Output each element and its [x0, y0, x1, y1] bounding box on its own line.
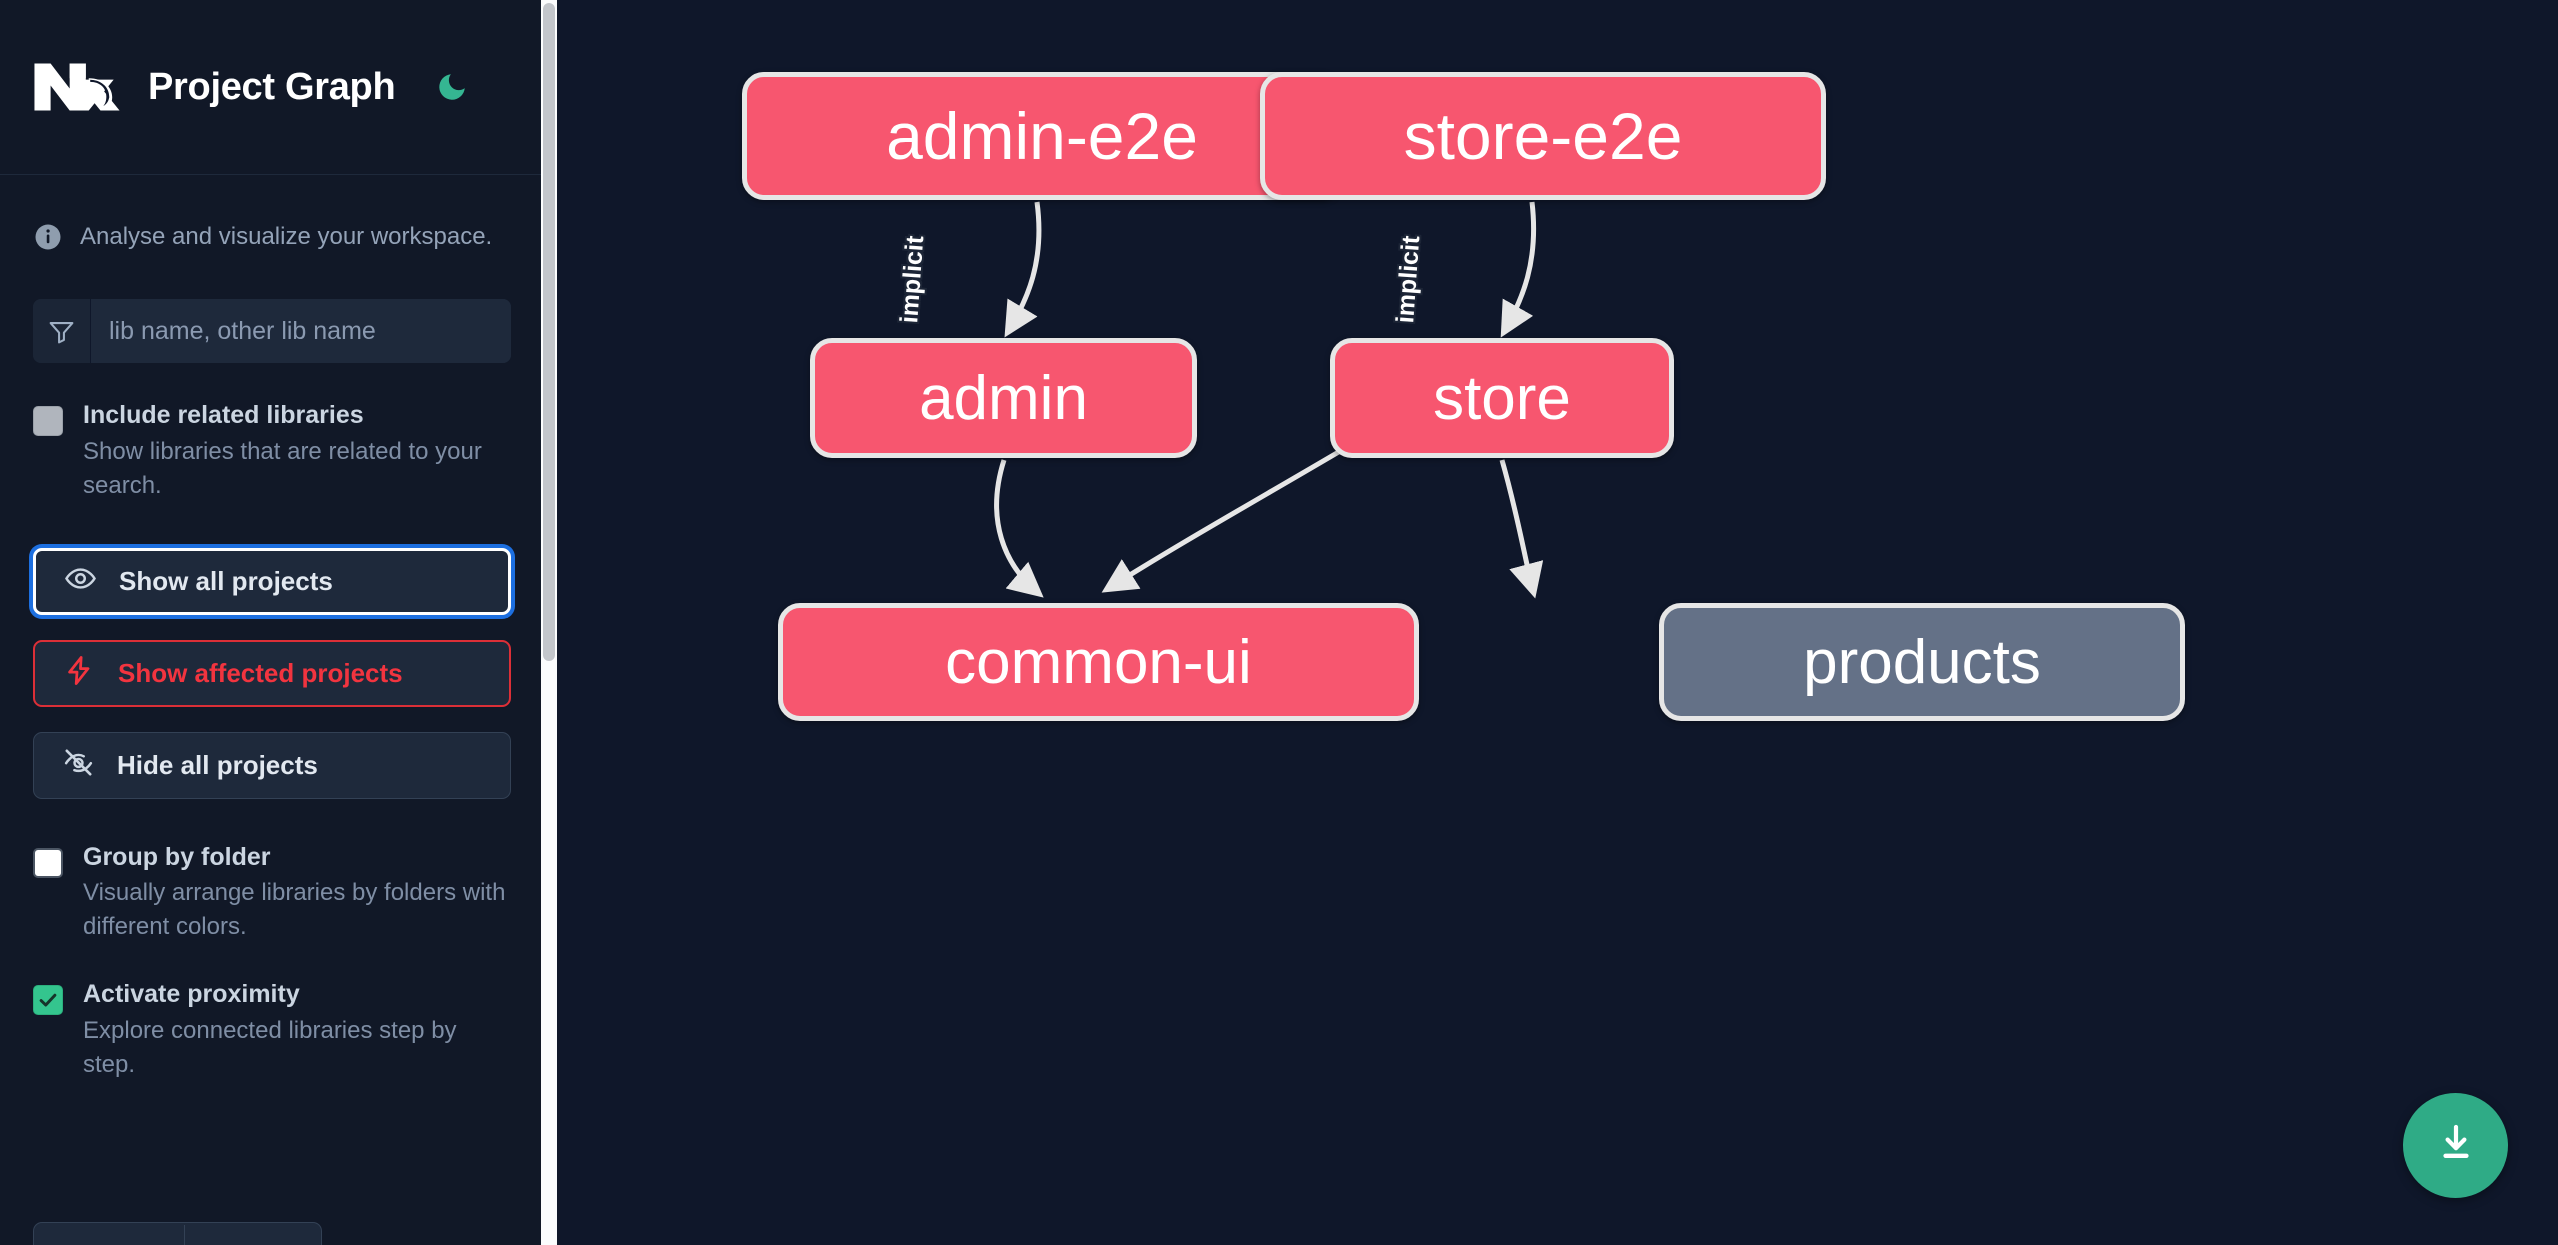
eye-off-icon: [62, 746, 95, 784]
divider: [184, 1225, 185, 1245]
edge-admin-e2e-admin: [1004, 201, 1042, 338]
graph-node-admin[interactable]: admin: [810, 338, 1197, 458]
eye-icon: [64, 562, 97, 600]
nx-logo: [33, 57, 121, 117]
sidebar-bottom-panel[interactable]: [33, 1222, 322, 1245]
moon-icon[interactable]: [430, 65, 474, 109]
projects-button-group: Show all projects Show affected projects: [33, 547, 511, 799]
tagline: Analyse and visualize your workspace.: [0, 175, 541, 252]
edge-store-products: [1499, 459, 1544, 599]
show-affected-projects-button[interactable]: Show affected projects: [33, 639, 511, 707]
option-label: Include related libraries: [83, 401, 364, 429]
graph-canvas[interactable]: implicit implicit admin-e2e store-e2e ad…: [557, 0, 2558, 1245]
search-input[interactable]: [91, 299, 511, 363]
hide-all-projects-label: Hide all projects: [117, 749, 318, 780]
lightning-bolt-icon: [63, 654, 96, 692]
filter-funnel-icon: [33, 299, 91, 363]
option-group-by-folder[interactable]: Group by folder Visually arrange librari…: [33, 843, 511, 945]
graph-node-store-e2e[interactable]: store-e2e: [1260, 72, 1826, 200]
node-label: store: [1433, 363, 1571, 433]
show-all-projects-label: Show all projects: [119, 565, 333, 596]
option-description: Visually arrange libraries by folders wi…: [83, 879, 506, 941]
graph-node-products[interactable]: products: [1659, 603, 2185, 721]
checkbox-include-related-libraries[interactable]: [33, 406, 63, 436]
show-all-projects-button[interactable]: Show all projects: [33, 547, 511, 615]
node-label: products: [1803, 627, 2041, 697]
node-label: admin: [919, 363, 1088, 433]
download-icon: [2432, 1119, 2480, 1172]
option-activate-proximity[interactable]: Activate proximity Explore connected lib…: [33, 980, 511, 1082]
node-label: common-ui: [945, 627, 1252, 697]
node-label: admin-e2e: [886, 99, 1198, 173]
show-affected-projects-label: Show affected projects: [118, 657, 403, 688]
sidebar: Project Graph Analyse and visualize yo: [0, 0, 557, 1245]
hide-all-projects-button[interactable]: Hide all projects: [33, 731, 511, 799]
tagline-text: Analyse and visualize your workspace.: [80, 223, 493, 250]
option-label: Activate proximity: [83, 980, 300, 1009]
checkbox-group-by-folder[interactable]: [33, 847, 63, 878]
edge-store-e2e-store: [1500, 201, 1537, 338]
sidebar-scrollbar-track[interactable]: [541, 0, 557, 1245]
download-image-button[interactable]: [2403, 1093, 2508, 1198]
node-label: store-e2e: [1403, 99, 1683, 173]
edge-admin-common-ui: [994, 459, 1044, 598]
graph-edges: [994, 201, 1544, 599]
sidebar-header: Project Graph: [0, 0, 541, 175]
option-label: Group by folder: [83, 842, 271, 871]
sidebar-scrollbar-thumb[interactable]: [543, 3, 555, 661]
page-title: Project Graph: [148, 65, 396, 108]
info-icon: [33, 222, 63, 252]
graph-node-admin-e2e[interactable]: admin-e2e: [742, 72, 1342, 200]
graph-node-store[interactable]: store: [1330, 338, 1674, 458]
search-row: [33, 299, 511, 363]
option-description: Show libraries that are related to your …: [83, 437, 482, 499]
edge-store-common-ui: [1101, 447, 1344, 593]
option-description: Explore connected libraries step by step…: [83, 1016, 457, 1078]
graph-node-common-ui[interactable]: common-ui: [778, 603, 1419, 721]
checkbox-activate-proximity[interactable]: [33, 985, 63, 1016]
option-include-related-libraries[interactable]: Include related libraries Show libraries…: [33, 401, 511, 503]
